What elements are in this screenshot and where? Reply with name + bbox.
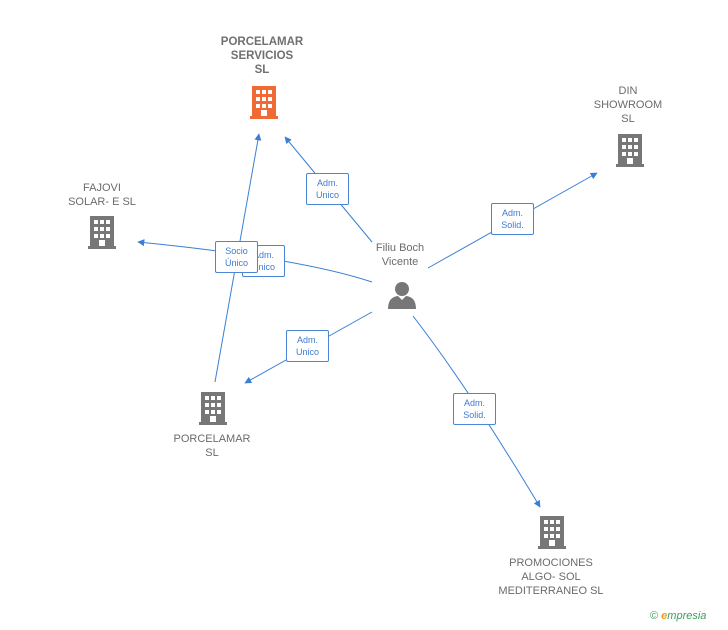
node-label-person[interactable]: Filiu Boch Vicente xyxy=(375,242,425,268)
building-windows xyxy=(94,90,638,546)
node-label-porcelamar[interactable]: PORCELAMAR SL xyxy=(173,433,251,459)
copyright-symbol: © xyxy=(650,610,659,622)
brand-initial: e xyxy=(661,610,668,622)
edge-label-din: Adm. Solid. xyxy=(491,203,534,235)
node-label-promociones[interactable]: PROMOCIONES ALGO- SOL MEDITERRANEO SL xyxy=(498,557,604,597)
brand-logo: © empresia xyxy=(650,610,706,622)
node-label-din[interactable]: DIN SHOWROOM SL xyxy=(593,85,663,125)
brand-name: mpresia xyxy=(667,610,707,622)
edge-label-porcelamar: Adm. Unico xyxy=(286,330,329,362)
edge-label-servicios: Adm. Unico xyxy=(306,173,349,205)
node-label-fajovi[interactable]: FAJOVI SOLAR- E SL xyxy=(68,182,136,208)
node-label-servicios[interactable]: PORCELAMAR SERVICIOS SL xyxy=(220,36,304,76)
edge-label-promociones: Adm. Solid. xyxy=(453,393,496,425)
edge-label-socio-unico: Socio Único xyxy=(215,241,258,273)
person-icon[interactable] xyxy=(388,282,416,309)
